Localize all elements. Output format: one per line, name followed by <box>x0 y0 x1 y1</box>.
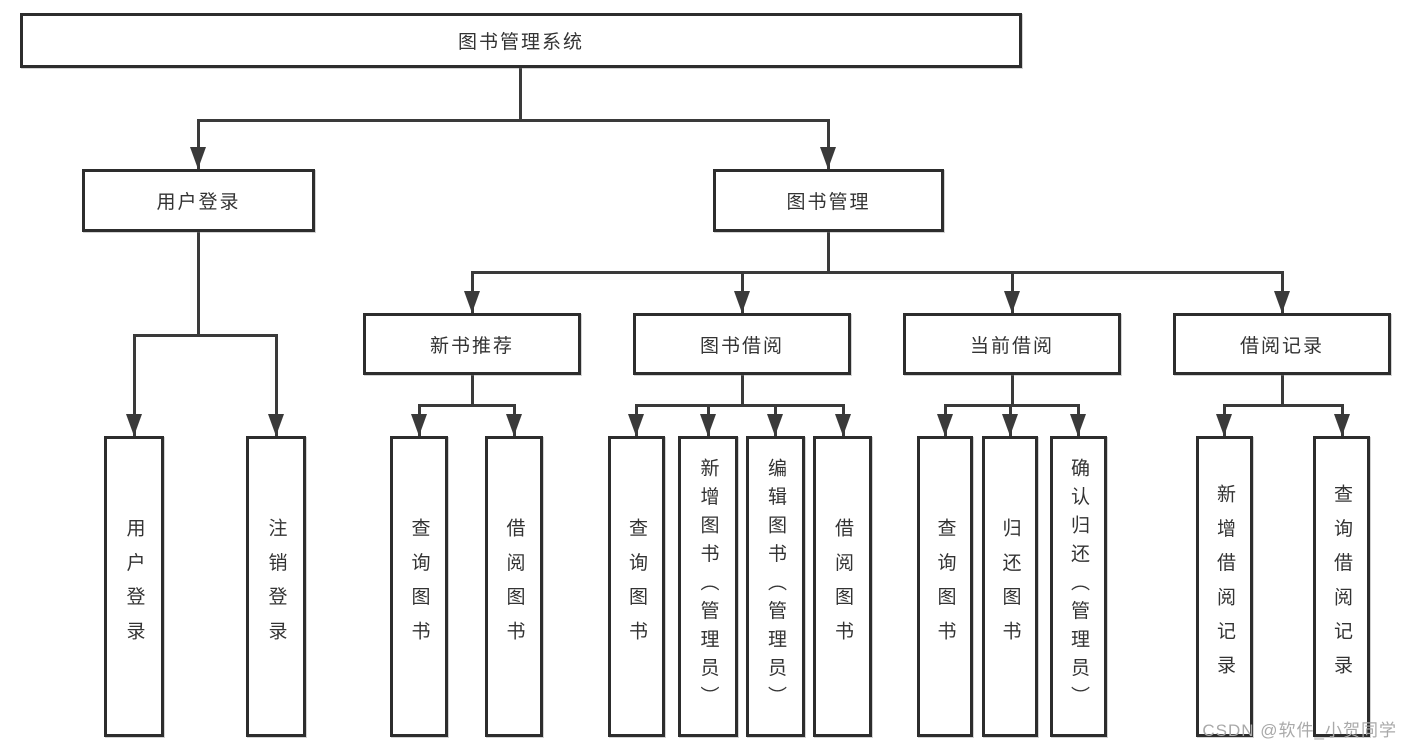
node-book-borrow: 图书借阅 <box>633 313 851 375</box>
arrowhead-icon <box>506 414 522 436</box>
leaf-query-books-recommend: 查询图书 <box>390 436 448 737</box>
leaf-query-books-borrow-label: 查询图书 <box>626 518 647 655</box>
arrowhead-icon <box>1216 414 1232 436</box>
arrowhead-icon <box>190 147 206 169</box>
node-new-book-recommend: 新书推荐 <box>363 313 581 375</box>
leaf-add-books-admin: 新增图书（管理员） <box>678 436 738 737</box>
connector-line <box>197 119 830 122</box>
node-current-borrow: 当前借阅 <box>903 313 1121 375</box>
leaf-user-login: 用户登录 <box>104 436 164 737</box>
connector-line <box>635 404 845 407</box>
leaf-query-books-current-label: 查询图书 <box>934 518 956 655</box>
connector-line <box>133 334 136 436</box>
connector-line <box>197 119 200 169</box>
node-book-borrow-label: 图书借阅 <box>699 335 784 357</box>
leaf-query-books-borrow: 查询图书 <box>608 436 665 737</box>
leaf-borrow-books-label: 借阅图书 <box>832 518 853 655</box>
connector-line <box>1223 404 1344 407</box>
leaf-borrow-books: 借阅图书 <box>813 436 872 737</box>
connector-line <box>418 404 516 407</box>
leaf-logout-label: 注销登录 <box>265 518 287 655</box>
leaf-query-borrow-record-label: 查询借阅记录 <box>1331 483 1352 690</box>
arrowhead-icon <box>700 414 716 436</box>
node-root: 图书管理系统 <box>20 13 1022 68</box>
arrowhead-icon <box>126 414 142 436</box>
arrowhead-icon <box>1334 414 1350 436</box>
leaf-query-books-recommend-label: 查询图书 <box>408 518 430 655</box>
leaf-add-borrow-record-label: 新增借阅记录 <box>1214 483 1235 690</box>
connector-line <box>519 66 522 121</box>
connector-line <box>944 404 1080 407</box>
leaf-add-borrow-record: 新增借阅记录 <box>1196 436 1253 737</box>
leaf-query-borrow-record: 查询借阅记录 <box>1313 436 1370 737</box>
connector-line <box>741 375 744 406</box>
connector-line <box>827 232 830 274</box>
arrowhead-icon <box>1070 414 1086 436</box>
leaf-edit-books-admin: 编辑图书（管理员） <box>746 436 805 737</box>
leaf-logout: 注销登录 <box>246 436 306 737</box>
leaf-add-books-admin-label: 新增图书（管理员） <box>697 458 719 715</box>
arrowhead-icon <box>937 414 953 436</box>
node-book-management: 图书管理 <box>713 169 944 232</box>
connector-line <box>197 232 200 336</box>
node-user-login: 用户登录 <box>82 169 315 232</box>
leaf-confirm-return-admin-label: 确认归还（管理员） <box>1068 458 1089 715</box>
csdn-watermark: CSDN @软件_小贺同学 <box>1202 721 1397 740</box>
arrowhead-icon <box>1004 291 1020 313</box>
node-book-management-label: 图书管理 <box>786 192 871 213</box>
arrowhead-icon <box>628 414 644 436</box>
arrowhead-icon <box>1274 291 1290 313</box>
node-current-borrow-label: 当前借阅 <box>969 335 1054 357</box>
node-user-login-label: 用户登录 <box>156 192 241 213</box>
connector-line <box>1281 375 1284 406</box>
arrowhead-icon <box>464 291 480 313</box>
connector-line <box>1011 375 1014 406</box>
arrowhead-icon <box>411 414 427 436</box>
arrowhead-icon <box>1002 414 1018 436</box>
connector-line <box>133 334 278 337</box>
arrowhead-icon <box>820 147 836 169</box>
arrowhead-icon <box>767 414 783 436</box>
connector-line <box>827 119 830 169</box>
leaf-query-books-current: 查询图书 <box>917 436 973 737</box>
leaf-return-books-label: 归还图书 <box>999 518 1021 655</box>
connector-line <box>471 375 474 406</box>
connector-line <box>471 271 1284 274</box>
leaf-edit-books-admin-label: 编辑图书（管理员） <box>765 458 786 715</box>
leaf-return-books: 归还图书 <box>982 436 1038 737</box>
leaf-borrow-books-recommend-label: 借阅图书 <box>503 518 525 655</box>
leaf-borrow-books-recommend: 借阅图书 <box>485 436 543 737</box>
connector-line <box>275 334 278 436</box>
leaf-confirm-return-admin: 确认归还（管理员） <box>1050 436 1107 737</box>
node-borrow-records-label: 借阅记录 <box>1239 335 1324 357</box>
node-new-book-recommend-label: 新书推荐 <box>429 335 514 357</box>
node-root-label: 图书管理系统 <box>457 32 584 53</box>
arrowhead-icon <box>734 291 750 313</box>
arrowhead-icon <box>835 414 851 436</box>
leaf-user-login-label: 用户登录 <box>123 518 145 655</box>
node-borrow-records: 借阅记录 <box>1173 313 1391 375</box>
arrowhead-icon <box>268 414 284 436</box>
